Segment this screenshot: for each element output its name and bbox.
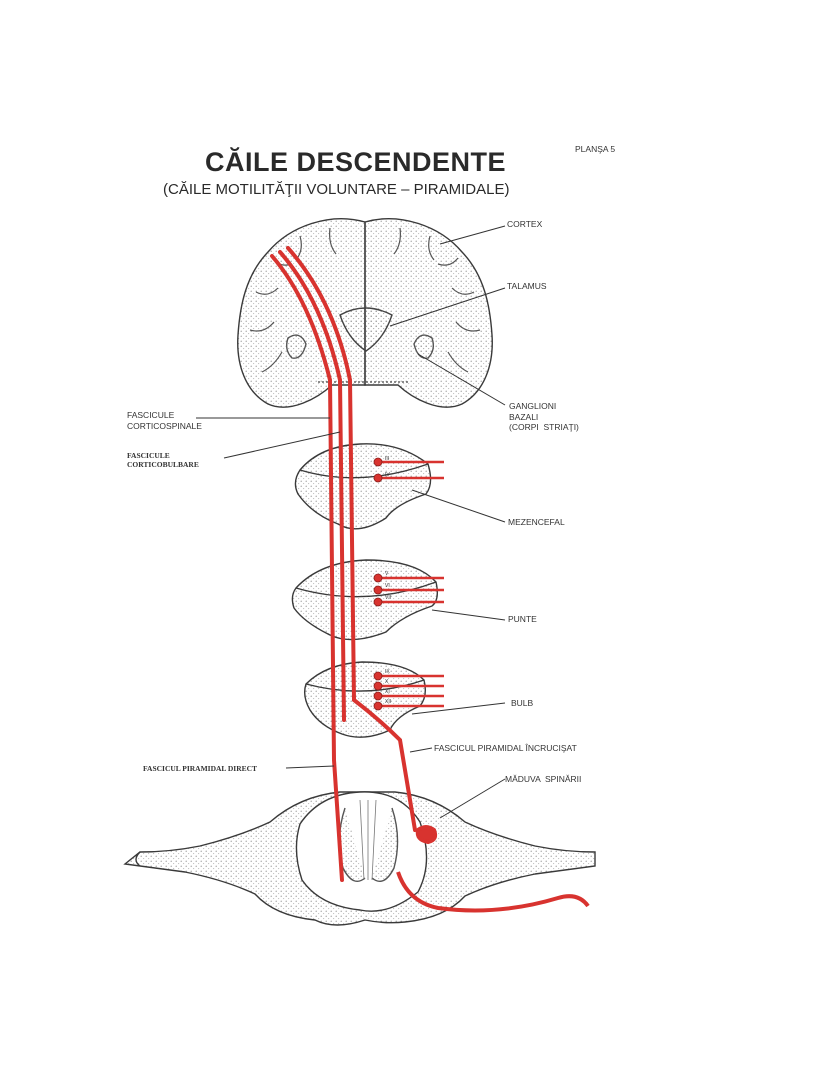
bulb-section (303, 661, 427, 738)
nerve-numeral-bulb-3: XII (385, 699, 392, 705)
punte-section (291, 559, 439, 641)
label-bulb: BULB (511, 698, 534, 708)
nerve-numeral-mezencefal-0: III (385, 456, 390, 462)
label-fasc-corticospinale: FASCICULE CORTICOSPINALE (127, 410, 202, 431)
brain-section (237, 218, 493, 408)
nerve-numeral-bulb-2: XI (385, 689, 390, 695)
label-mezencefal: MEZENCEFAL (508, 517, 565, 527)
label-cortex: CORTEX (507, 219, 543, 229)
nerve-nuclei (373, 457, 383, 711)
nerve-numeral-punte-0: V (385, 571, 389, 577)
plate-number: PLANŞA 5 (575, 144, 616, 154)
page-title: CĂILE DESCENDENTE (205, 147, 507, 177)
label-ganglioni: GANGLIONI BAZALI (CORPI STRIAŢI) (509, 401, 579, 433)
leader-lines (196, 225, 506, 819)
label-punte: PUNTE (508, 614, 537, 624)
spinal-cord-section (123, 791, 596, 926)
cranial-nerve-fibers (380, 460, 444, 708)
mezencefal-section (294, 443, 432, 530)
page-subtitle: (CĂILE MOTILITĂŢII VOLUNTARE – PIRAMIDAL… (163, 181, 510, 198)
nerve-numeral-mezencefal-1: IV (385, 472, 390, 478)
spinal-motor-output (396, 825, 590, 913)
pyramidal-tracts (270, 246, 417, 882)
label-fasc-corticobulbare: FASCICULE CORTICOBULBARE (127, 451, 199, 470)
label-fasc-direct: FASCICUL PIRAMIDAL DIRECT (143, 764, 258, 773)
label-maduva: MĂDUVA SPINĂRII (505, 774, 582, 784)
label-fasc-incrucisat: FASCICUL PIRAMIDAL ÎNCRUCIŞAT (434, 743, 577, 753)
nerve-numeral-bulb-1: X (385, 679, 389, 685)
nerve-numeral-punte-2: VII (385, 595, 392, 601)
label-talamus: TALAMUS (507, 281, 547, 291)
nerve-numeral-punte-1: VI (385, 583, 390, 589)
nerve-numeral-bulb-0: IX (385, 669, 390, 675)
